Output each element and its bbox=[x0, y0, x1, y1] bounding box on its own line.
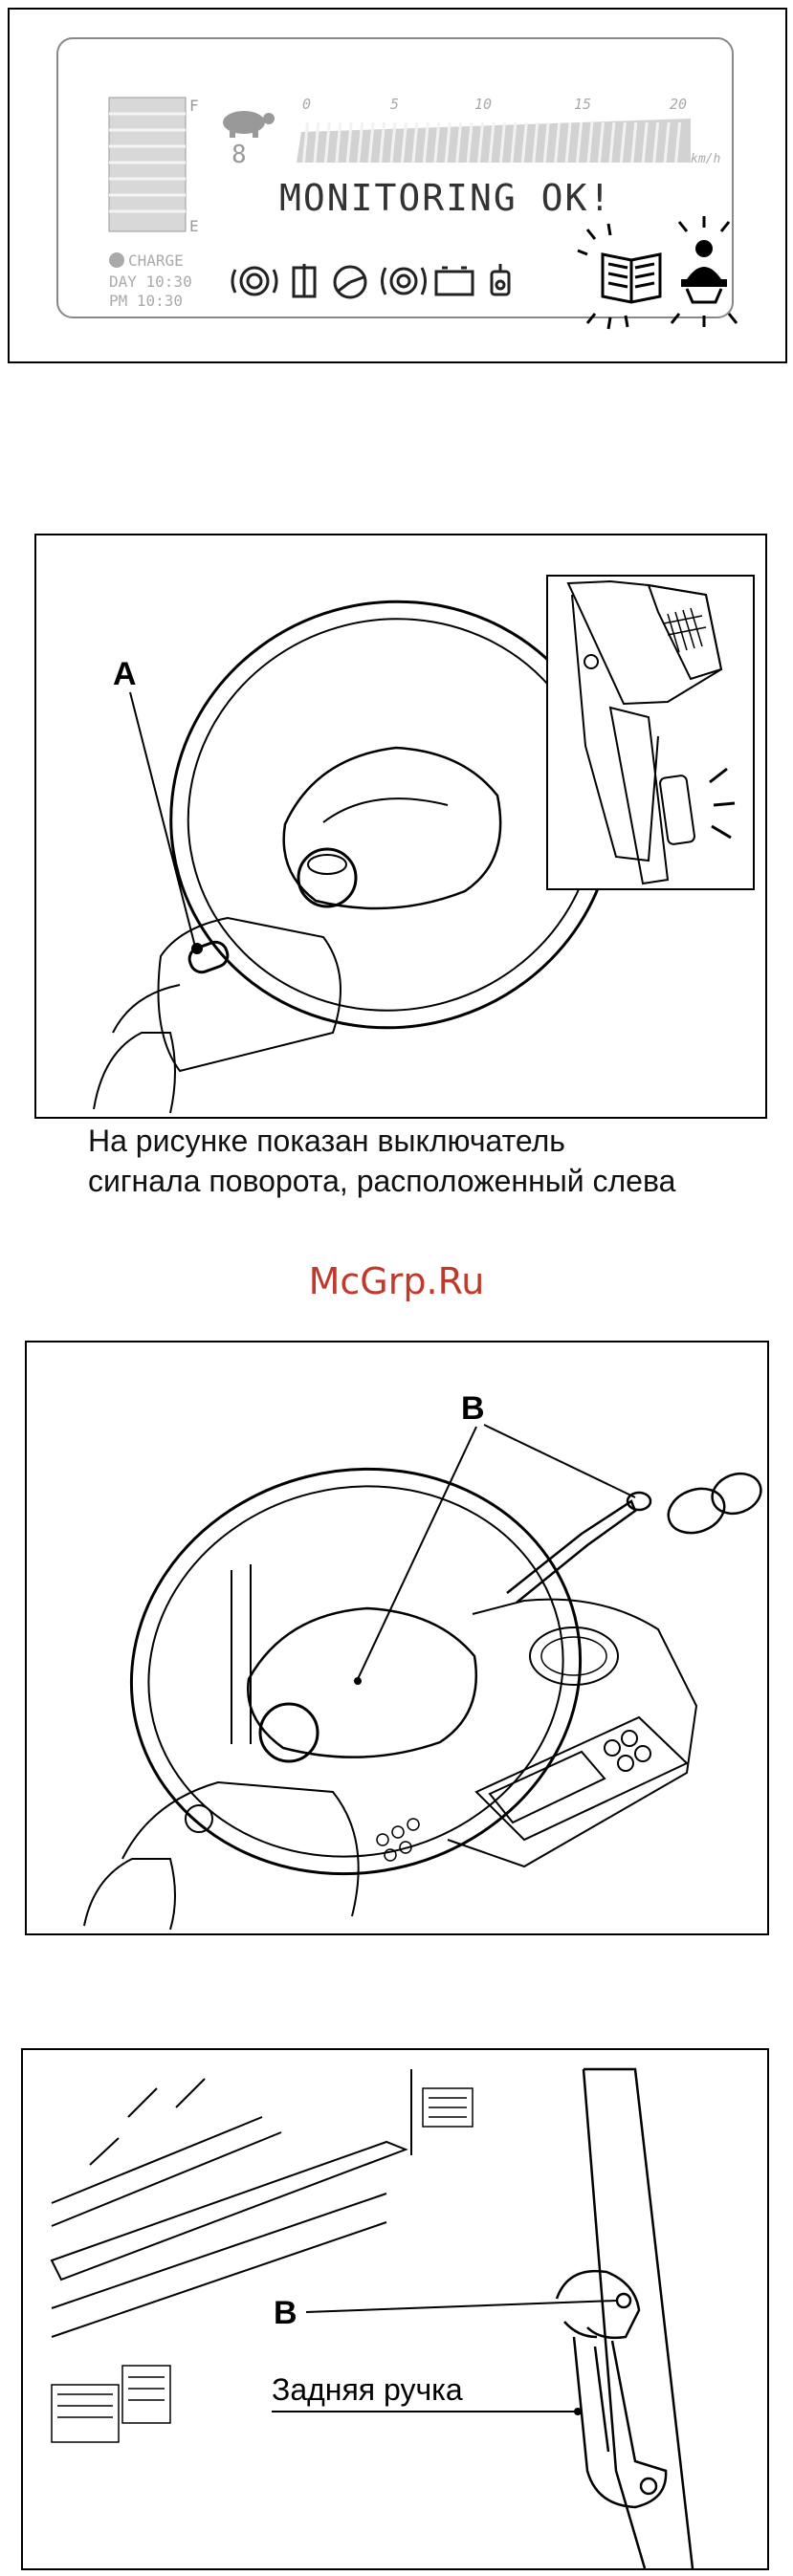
speed-scale-15: 15 bbox=[574, 96, 591, 113]
rear-handle bbox=[557, 2271, 666, 2507]
figure-a-illustration: A bbox=[36, 535, 765, 1117]
rear-handle-label: Задняя ручка bbox=[272, 2372, 463, 2407]
steering-knob-icon bbox=[260, 1704, 318, 1761]
callout-b2: B bbox=[274, 2295, 297, 2331]
caption-line-2: сигнала поворота, расположенный слева bbox=[88, 1161, 758, 1201]
display-illustration: F E 8 0 5 10 15 20 km/h MONITORING OK! C… bbox=[10, 10, 785, 361]
battery-icon bbox=[436, 268, 473, 295]
operator-seat-icon bbox=[681, 240, 727, 302]
speed-scale-5: 5 bbox=[390, 96, 399, 113]
callout-a: A bbox=[113, 656, 137, 692]
dash-display-unit bbox=[476, 1717, 687, 1840]
right-lever bbox=[507, 1467, 766, 1603]
status-message: MONITORING OK! bbox=[279, 177, 612, 219]
display-panel-frame: F E 8 0 5 10 15 20 km/h MONITORING OK! C… bbox=[8, 8, 787, 363]
overhead-guard bbox=[52, 2079, 406, 2337]
gauge-full-label: F bbox=[189, 97, 199, 115]
grille-icon-top bbox=[423, 2088, 473, 2127]
charge-label: CHARGE bbox=[128, 251, 184, 270]
caption-line-1: На рисунке показан выключатель bbox=[88, 1121, 758, 1161]
callout-b1-leader-lever bbox=[484, 1425, 635, 1497]
oil-icon bbox=[492, 264, 509, 295]
callout-b1: B bbox=[461, 1390, 485, 1427]
figure-a-frame: A bbox=[34, 534, 767, 1119]
brake-icon bbox=[232, 268, 276, 295]
steering-hub bbox=[284, 748, 500, 908]
steering-knob-icon bbox=[298, 849, 356, 906]
figure-b1-frame: B bbox=[25, 1341, 769, 1935]
turtle-icon bbox=[223, 111, 275, 138]
seat-icon bbox=[294, 264, 315, 296]
speed-scale-20: 20 bbox=[670, 96, 687, 113]
charge-dot-icon bbox=[109, 252, 124, 268]
day-time: DAY 10:30 bbox=[109, 273, 192, 291]
handle-bolt-icon bbox=[617, 2294, 630, 2307]
figure-a-caption: На рисунке показан выключатель сигнала п… bbox=[88, 1121, 758, 1201]
speed-digit: 8 bbox=[231, 141, 247, 169]
steering-icon bbox=[335, 267, 365, 297]
figure-b2-frame: B Задняя ручка bbox=[21, 2048, 769, 2570]
callout-b2-leader bbox=[306, 2301, 616, 2312]
cup-holder bbox=[530, 1627, 618, 1685]
pm-time: PM 10:30 bbox=[109, 292, 183, 310]
speed-scale-10: 10 bbox=[474, 96, 492, 113]
brake-wear-icon bbox=[383, 268, 426, 295]
steering-hub bbox=[248, 1608, 476, 1757]
grille-icon-left bbox=[52, 2366, 170, 2442]
callout-a-leader bbox=[130, 692, 195, 947]
gauge-empty-label: E bbox=[189, 217, 199, 235]
manual-book-icon bbox=[603, 254, 660, 302]
steering-wheel-rim-inner bbox=[109, 1443, 603, 1900]
figure-b1-illustration: B bbox=[27, 1343, 767, 1933]
figure-b2-illustration: B Задняя ручка bbox=[23, 2050, 767, 2568]
speed-unit: km/h bbox=[691, 152, 720, 166]
watermark: McGrp.Ru bbox=[0, 1260, 793, 1302]
switch-cluster bbox=[377, 1819, 419, 1861]
speed-scale-0: 0 bbox=[302, 96, 311, 113]
